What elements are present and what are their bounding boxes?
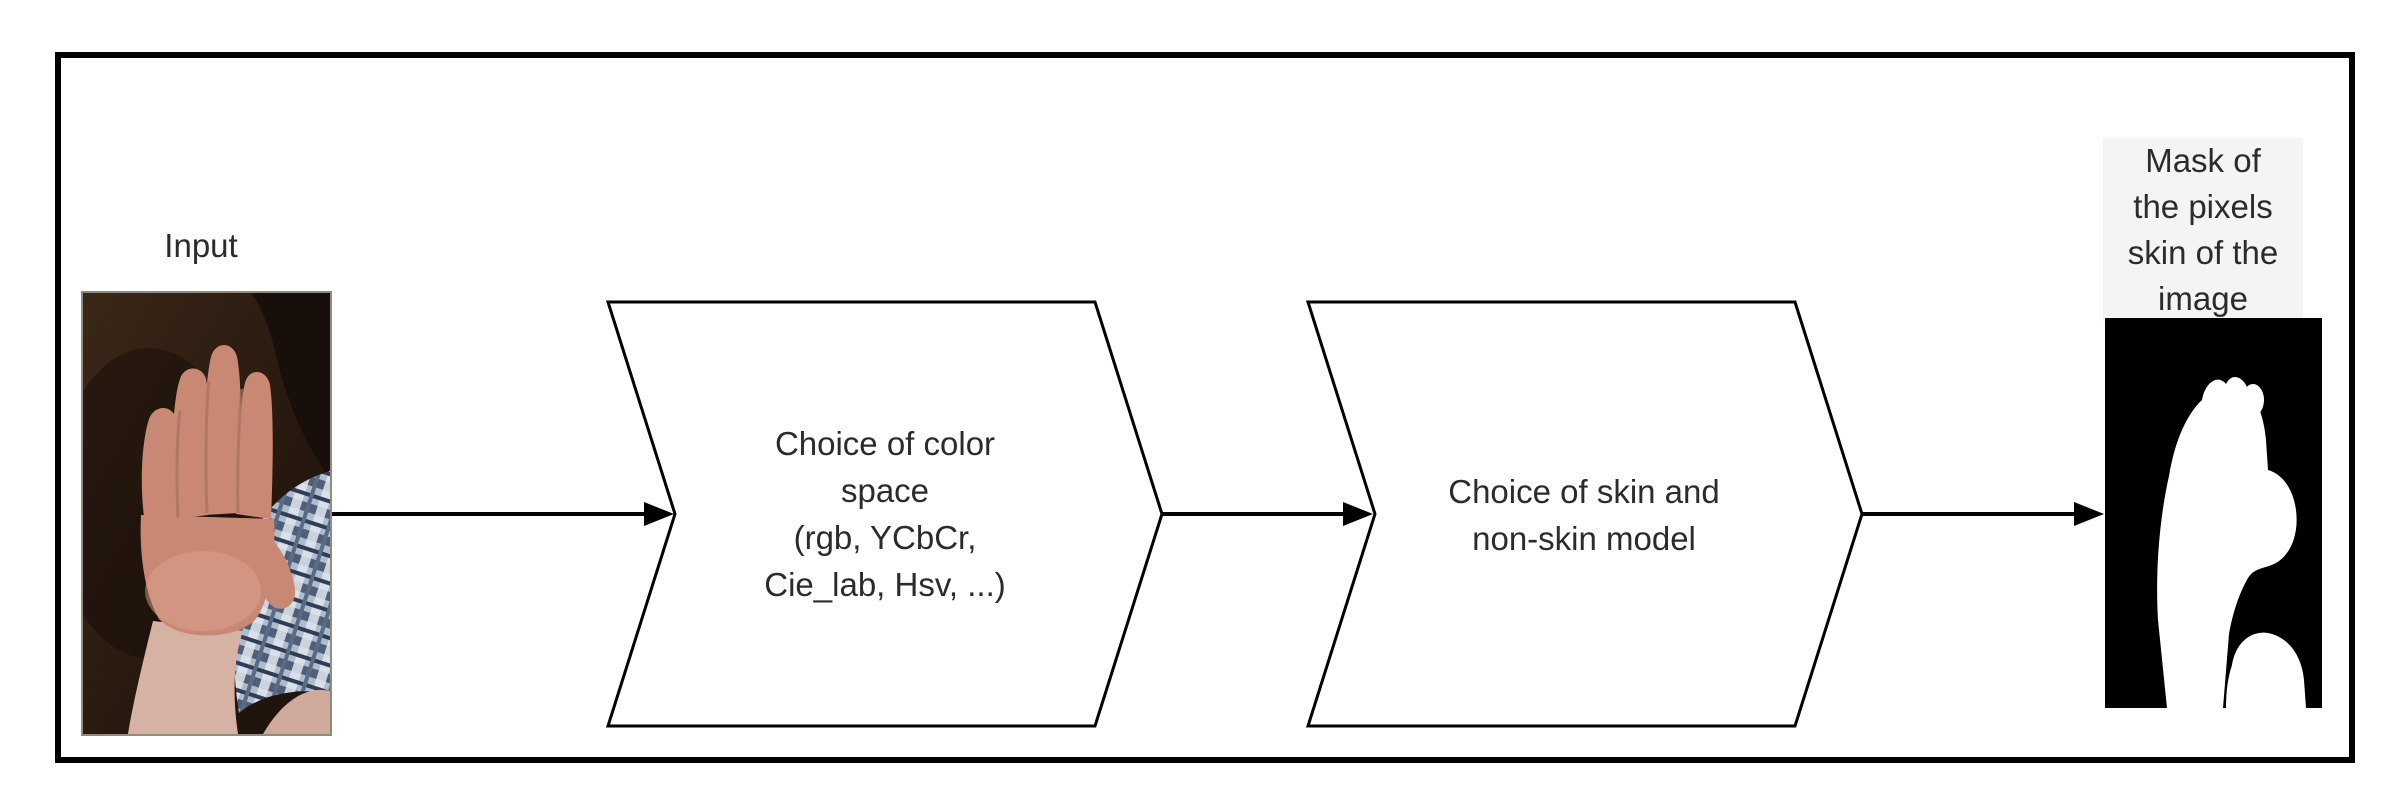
skin-mask-illustration	[2105, 318, 2322, 708]
hair-region	[251, 293, 330, 478]
step2-label: Choice of skin and non-skin model	[1394, 468, 1774, 562]
input-label: Input	[164, 227, 238, 264]
step1-label: Choice of color space (rgb, YCbCr, Cie_l…	[695, 420, 1075, 608]
hand-photo-illustration	[83, 293, 330, 734]
wrist-forearm	[128, 621, 243, 734]
elbow-skin	[263, 689, 330, 734]
output-mask-label: Mask of the pixels skin of the image	[2103, 138, 2303, 322]
flow-arrow-1	[332, 502, 674, 526]
label-line: Choice of color	[774, 425, 996, 462]
flow-arrow-2	[1163, 502, 1373, 526]
output-mask-image	[2105, 318, 2322, 708]
chevron-step-2-shape	[1305, 300, 1864, 728]
label-line: non-skin model	[1472, 520, 1696, 557]
label-line: Cie_lab, Hsv, ...)	[764, 566, 1006, 603]
chevron-step-1-shape	[605, 300, 1164, 728]
input-hand-photo	[81, 291, 332, 736]
label-line: skin of the	[2127, 234, 2279, 271]
label-line: image	[2158, 280, 2248, 317]
flow-arrow-3	[1863, 502, 2104, 526]
mask-hand-silhouette	[2157, 377, 2306, 708]
palm-highlight	[145, 551, 261, 631]
label-line: the pixels	[2133, 188, 2273, 225]
label-line: Mask of	[2145, 142, 2261, 179]
diagram-border	[55, 52, 2355, 763]
label-line: space	[840, 472, 930, 509]
label-line: Choice of skin and	[1448, 473, 1720, 510]
label-line: (rgb, YCbCr,	[793, 519, 977, 556]
finger-creases	[175, 380, 244, 519]
